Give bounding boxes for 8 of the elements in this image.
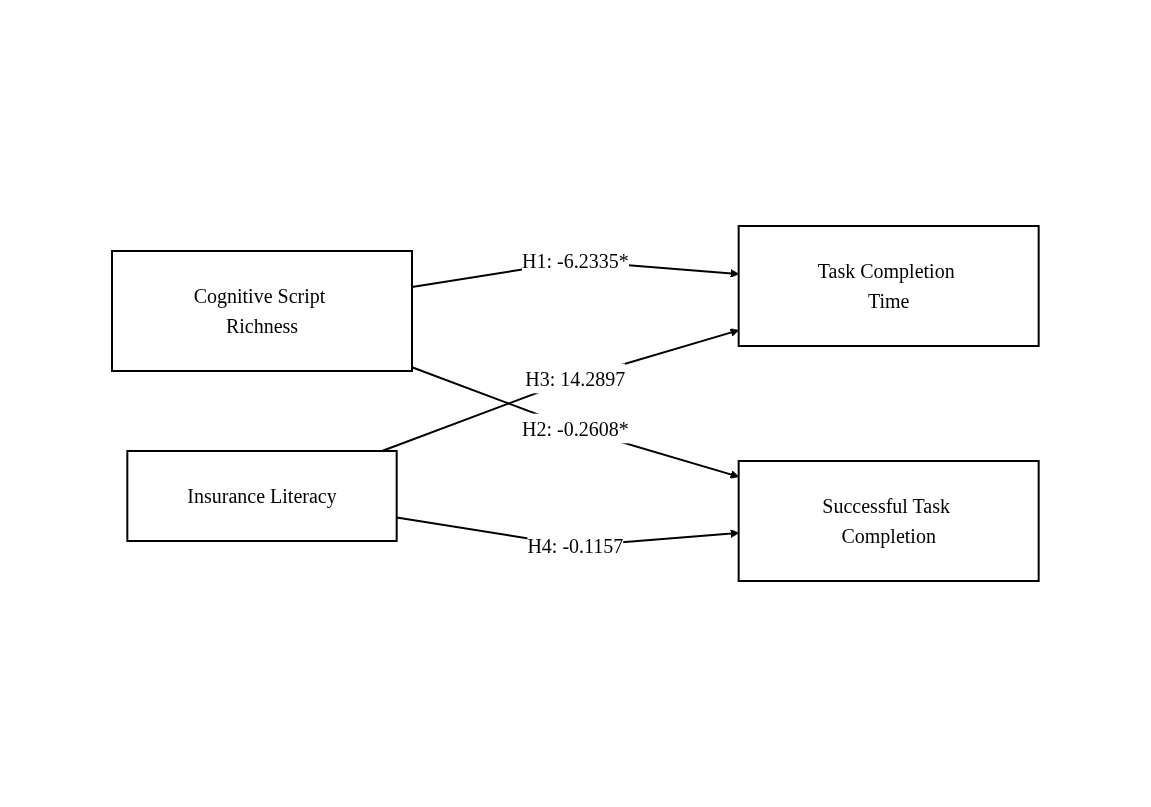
node-box: Cognitive Script Richness: [111, 250, 414, 372]
edge-label: H4: -0.1157: [527, 535, 624, 557]
node-box: Task Completion Time: [737, 225, 1040, 347]
edge-label: H1: -6.2335*: [522, 250, 629, 272]
node-box: Insurance Literacy: [126, 450, 398, 542]
node-box: Successful Task Completion: [737, 460, 1040, 582]
edge-label: H3: 14.2897: [525, 367, 626, 390]
edge-label: H2: -0.2608*: [522, 417, 629, 440]
